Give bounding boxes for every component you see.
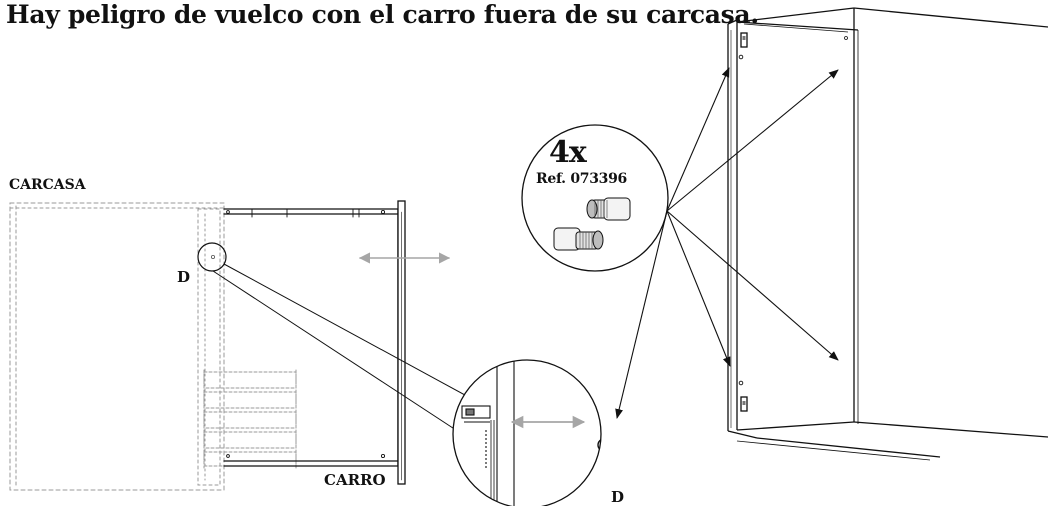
detail-marker-label: D (177, 268, 191, 286)
carro-body (223, 200, 406, 485)
detail-label: D (611, 488, 625, 506)
carcasa-label: CARCASA (9, 177, 86, 193)
detail-circle-d (452, 359, 602, 506)
detail-marker-ellipse (197, 242, 227, 272)
peg-icon (586, 197, 631, 221)
reference-label: Ref. 073396 (536, 171, 627, 187)
carcass-perspective-figure (727, 7, 1048, 461)
carcass-ghost (9, 202, 297, 491)
peg-insertion-arrows (615, 67, 839, 419)
warning-title: Hay peligro de vuelco con el carro fuera… (6, 0, 759, 29)
quantity-label: 4x (549, 135, 587, 170)
hardware-callout (521, 124, 669, 272)
detail-leader-lines (212, 263, 488, 433)
carcass-and-carro-figure (9, 200, 451, 491)
carro-label: CARRO (324, 471, 386, 489)
peg-icon (553, 227, 604, 251)
